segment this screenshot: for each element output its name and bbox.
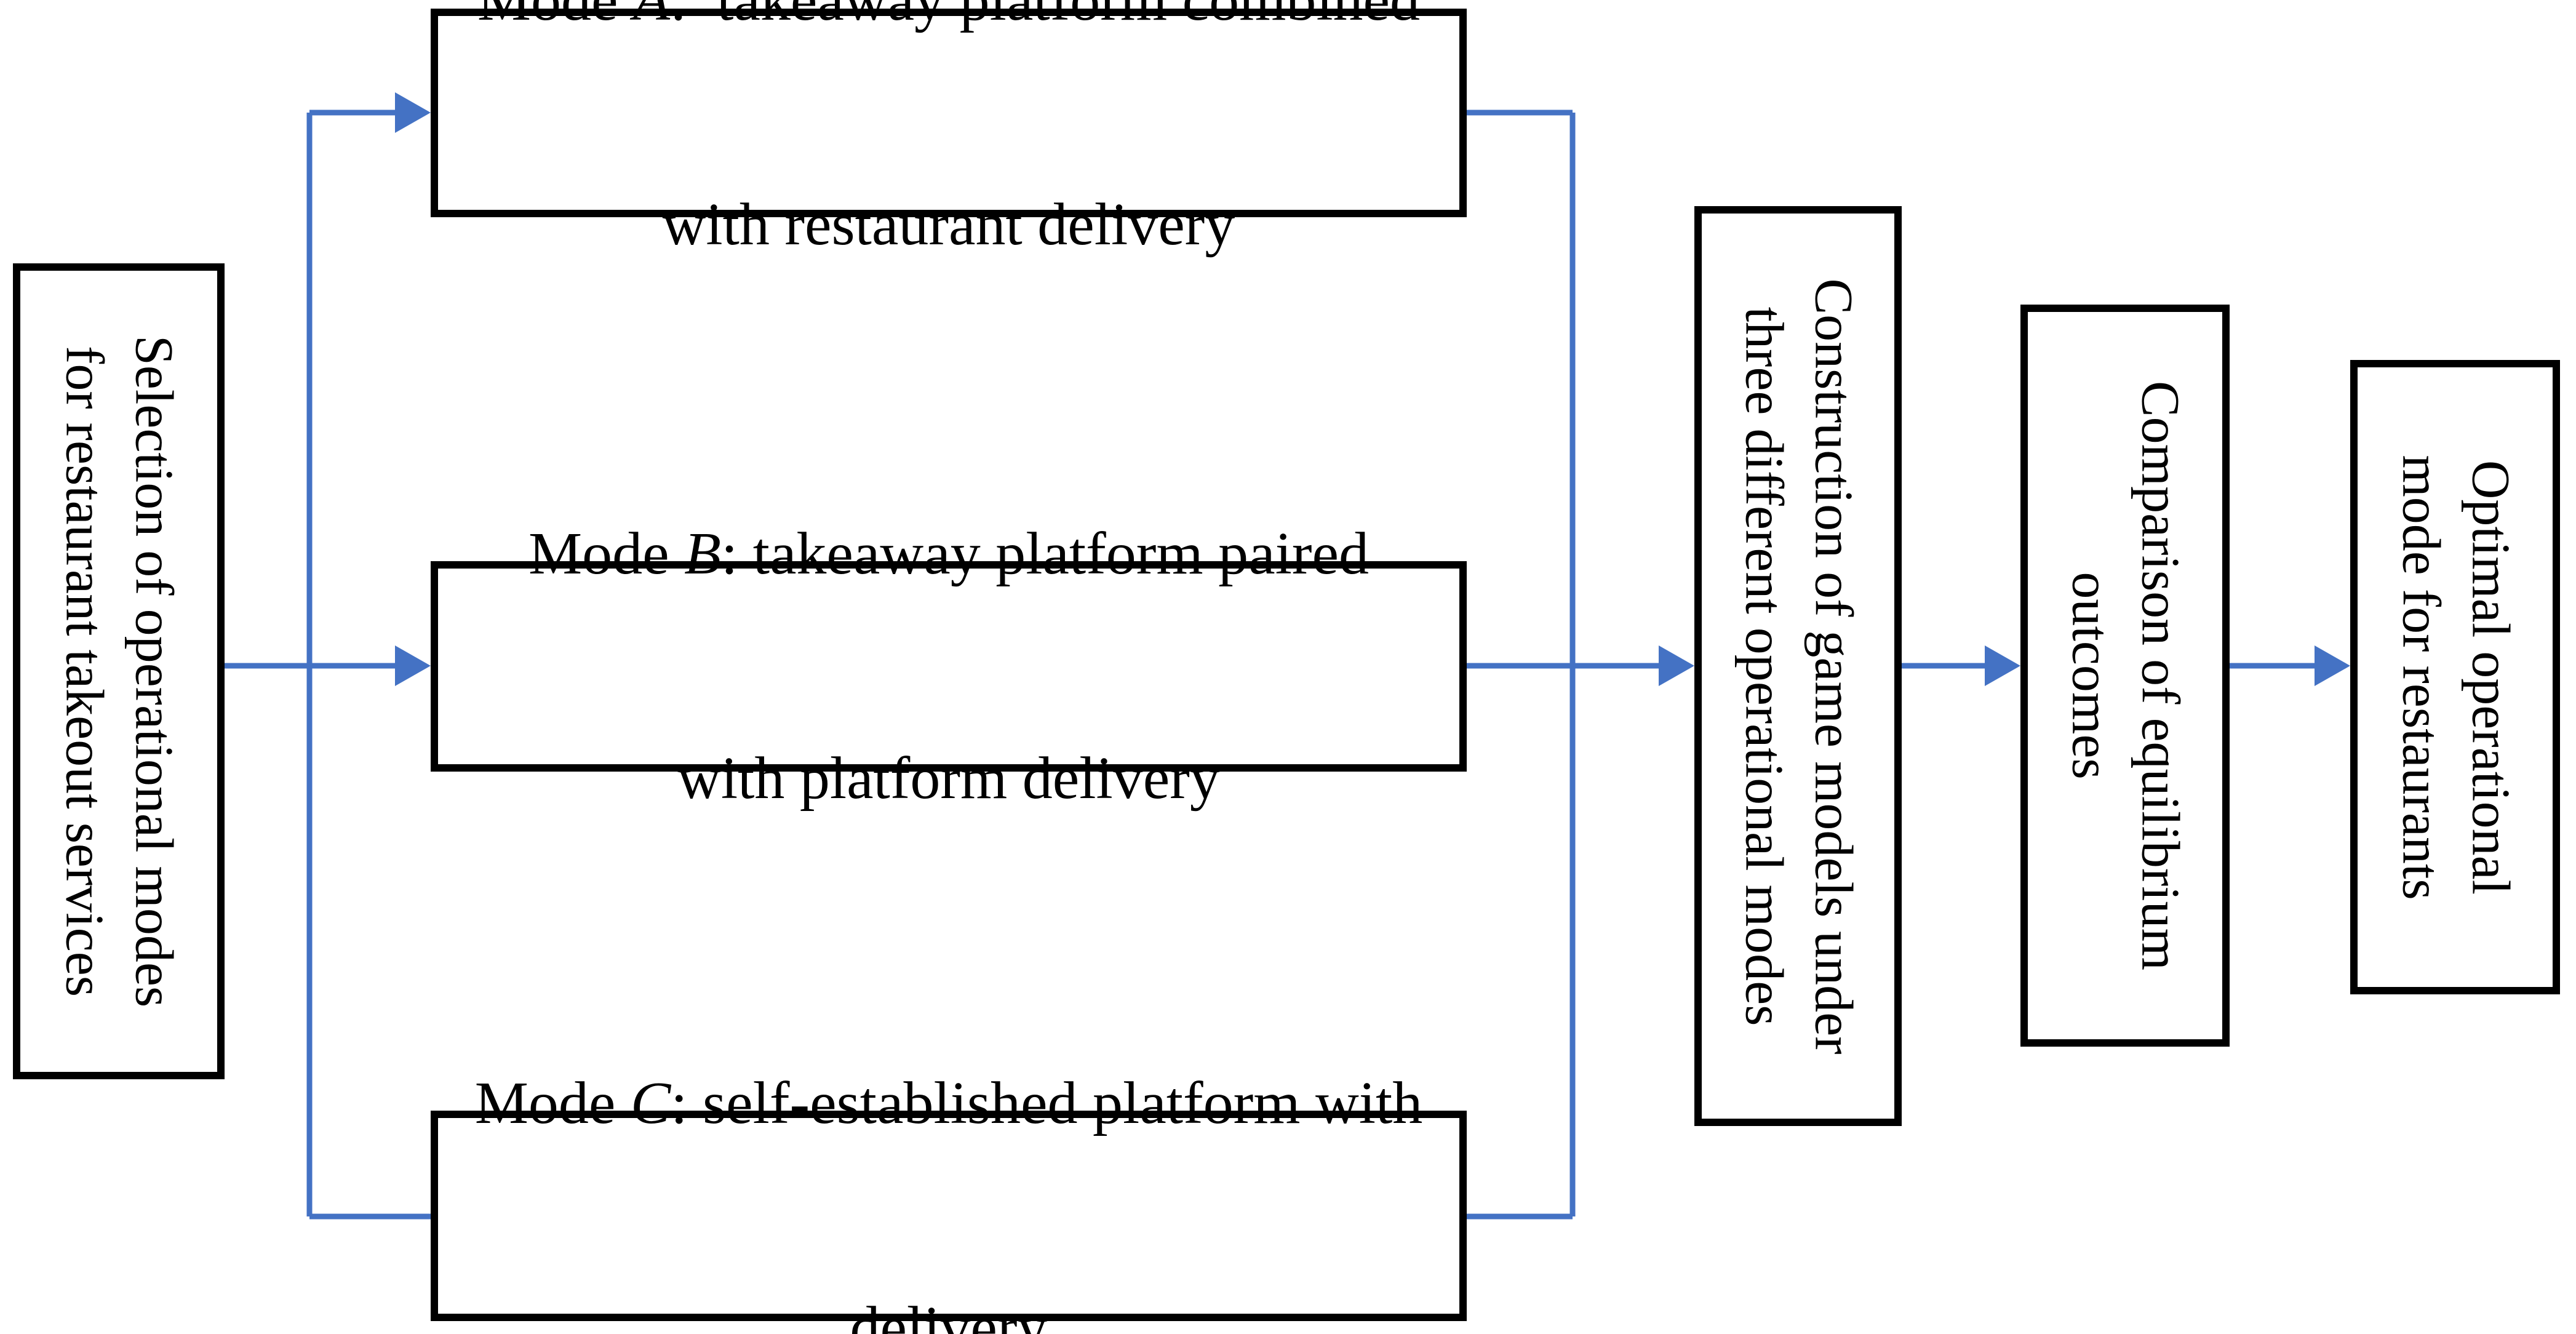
arrowhead-modea-icon — [395, 92, 431, 133]
mode-letter: B — [684, 520, 721, 587]
arrowhead-optimal-icon — [2315, 645, 2350, 686]
text-line: Mode C: self-established platform with — [475, 1066, 1423, 1141]
node-optimal-mode: Optimal operational mode for restaurants — [2350, 360, 2560, 994]
text-line: Mode B: takeaway platform paired — [528, 517, 1369, 592]
arrowhead-comparison-icon — [1985, 645, 2020, 686]
node-text: Comparison of equilibrium outcomes — [2056, 381, 2194, 970]
text-line: mode for restaurants — [2391, 454, 2451, 900]
mode-word: Mode — [477, 0, 634, 34]
mode-word: Mode — [528, 520, 685, 587]
text-line: outcomes — [2061, 572, 2121, 780]
text-line: Optimal operational — [2460, 460, 2521, 895]
node-text: Optimal operational mode for restaurants — [2386, 455, 2524, 900]
text-line: three different operational modes — [1734, 306, 1794, 1026]
text-line: delivery — [850, 1294, 1048, 1334]
arrowhead-construction-icon — [1659, 645, 1694, 686]
mode-word: Mode — [474, 1069, 631, 1136]
node-selection-of-modes: Selection of operational modes for resta… — [13, 263, 225, 1079]
mode-desc: : takeaway platform paired — [720, 520, 1370, 587]
node-text: Construction of game models under three … — [1729, 278, 1867, 1054]
text-line: Construction of game models under — [1803, 278, 1864, 1055]
node-construction-of-game-models: Construction of game models under three … — [1694, 206, 1902, 1126]
node-comparison-of-outcomes: Comparison of equilibrium outcomes — [2020, 305, 2230, 1047]
mode-letter: C — [630, 1069, 671, 1136]
node-mode-b: Mode B: takeaway platform paired with pl… — [431, 521, 1467, 812]
arrowhead-modeb-icon — [395, 645, 431, 686]
text-line: Selection of operational modes — [124, 335, 184, 1008]
mode-desc: : takeaway platform combined — [669, 0, 1421, 34]
text-line: with restaurant delivery — [662, 191, 1235, 258]
text-line: for restaurant takeout services — [55, 346, 114, 997]
mode-letter: A — [633, 0, 670, 34]
node-text: Selection of operational modes for resta… — [49, 335, 188, 1007]
node-text: Mode A: takeaway platform combined with … — [477, 0, 1420, 412]
text-line: Mode A: takeaway platform combined — [477, 0, 1420, 38]
node-mode-a: Mode A: takeaway platform combined with … — [431, 0, 1467, 258]
node-mode-c: Mode C: self-established platform with d… — [431, 1070, 1467, 1334]
node-text: Mode C: self-established platform with d… — [475, 917, 1423, 1334]
mode-desc: : self-established platform with — [671, 1069, 1423, 1136]
text-line: with platform delivery — [677, 745, 1220, 812]
node-text: Mode B: takeaway platform paired with pl… — [528, 367, 1369, 965]
text-line: Comparison of equilibrium — [2130, 380, 2190, 971]
